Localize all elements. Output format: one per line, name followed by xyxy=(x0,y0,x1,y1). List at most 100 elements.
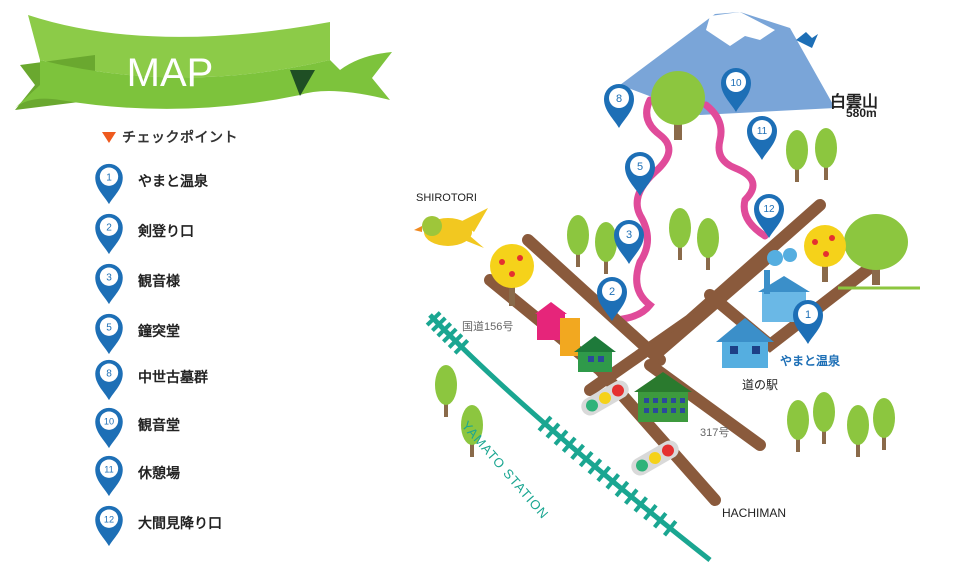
legend-item-5[interactable]: 5 鐘突堂 xyxy=(90,312,350,358)
legend-header: チェックポイント xyxy=(102,126,238,148)
legend-pin-number: 1 xyxy=(106,172,112,183)
mountain-height: 580m xyxy=(846,106,877,120)
legend-item-10[interactable]: 10 観音堂 xyxy=(90,406,350,452)
banner-title: MAP xyxy=(127,51,214,95)
rail-tie xyxy=(614,480,630,498)
legend-pin-number: 10 xyxy=(104,416,114,426)
tree-icon xyxy=(813,392,835,444)
bird-small-icon xyxy=(796,32,818,48)
rail-tie xyxy=(447,333,464,349)
svg-text:11: 11 xyxy=(757,126,768,137)
svg-text:3: 3 xyxy=(626,229,632,241)
map-pin-1[interactable]: 1 xyxy=(793,300,823,344)
rail-tie xyxy=(633,496,648,513)
legend-item-label: 観音堂 xyxy=(138,418,180,434)
legend-item-label: 中世古墓群 xyxy=(138,370,208,386)
map-banner: MAP xyxy=(15,15,392,110)
legend-item-label: 剣登り口 xyxy=(138,224,194,240)
building-roadside-station xyxy=(716,318,774,368)
tree-icon xyxy=(786,130,808,182)
rail-tie xyxy=(436,322,453,338)
building-pink xyxy=(535,302,580,356)
svg-text:1: 1 xyxy=(805,309,811,321)
traffic-light-west xyxy=(581,380,629,416)
map-pin-icon: 11 xyxy=(95,455,123,497)
map-pin-3[interactable]: 3 xyxy=(614,220,644,264)
hiking-trail xyxy=(611,96,673,324)
rail-tie xyxy=(605,473,621,490)
rail-tie xyxy=(652,511,668,529)
svg-text:12: 12 xyxy=(763,204,775,215)
route-317-label: 317号 xyxy=(700,427,730,439)
legend-item-label: やまと温泉 xyxy=(138,174,208,190)
legend-item-1[interactable]: 1 やまと温泉 xyxy=(90,162,350,208)
hachiman-label: HACHIMAN xyxy=(722,506,787,520)
svg-text:10: 10 xyxy=(730,78,742,89)
legend-item-label: 観音様 xyxy=(138,274,180,290)
map-pin-11[interactable]: 11 xyxy=(747,116,777,160)
fruit-tree-east xyxy=(804,225,846,282)
legend-item-2[interactable]: 2 剣登り口 xyxy=(90,212,350,258)
route-156-label: 国道156号 xyxy=(462,321,514,333)
map-pin-5[interactable]: 5 xyxy=(625,152,655,196)
legend-item-3[interactable]: 3 観音様 xyxy=(90,262,350,308)
legend-pin-number: 5 xyxy=(106,322,112,333)
map-pin-icon: 5 xyxy=(95,313,123,355)
svg-text:8: 8 xyxy=(616,93,622,105)
tree-icon xyxy=(873,398,895,450)
rail-tie xyxy=(578,450,594,468)
tree-icon xyxy=(435,365,457,417)
rail-tie xyxy=(537,415,553,432)
rail-tie xyxy=(596,465,612,483)
tree-icon xyxy=(787,400,809,452)
fruit-tree-west xyxy=(490,244,534,306)
shirotori-bird-icon xyxy=(414,208,488,248)
rail-tie xyxy=(545,422,561,439)
map-pin-icon: 8 xyxy=(95,359,123,401)
rail-tie xyxy=(570,443,585,461)
tree-icon xyxy=(697,218,719,270)
rail-tie xyxy=(442,327,458,344)
mountain-name: 白雲山 xyxy=(830,94,879,111)
legend-item-11[interactable]: 11 休憩場 xyxy=(90,454,350,500)
svg-text:5: 5 xyxy=(637,161,643,173)
large-tree-summit xyxy=(651,71,705,140)
railway-ties xyxy=(425,311,678,537)
rail-tie xyxy=(453,338,470,355)
legend-item-label: 休憩場 xyxy=(138,466,180,482)
onsen-label: やまと温泉 xyxy=(780,354,841,368)
map-pin-10[interactable]: 10 xyxy=(721,68,751,112)
tree-icon xyxy=(595,222,617,274)
tree-icon xyxy=(847,405,869,457)
rail-tie xyxy=(587,458,603,475)
legend-pin-number: 12 xyxy=(104,514,114,524)
legend-pin-number: 2 xyxy=(106,222,112,233)
rail-tie xyxy=(425,311,442,327)
svg-text:2: 2 xyxy=(609,286,615,298)
legend-pin-number: 8 xyxy=(106,368,112,379)
legend-item-12[interactable]: 12 大間見降り口 xyxy=(90,504,350,550)
tree-icon xyxy=(567,215,589,267)
rail-tie xyxy=(561,436,577,453)
legend-item-8[interactable]: 8 中世古墓群 xyxy=(90,358,350,404)
large-tree-east xyxy=(838,214,920,290)
map-pin-2[interactable]: 2 xyxy=(597,277,627,321)
rail-tie xyxy=(553,429,569,446)
map-pins: 8 10 11 5 12 3 2 1 xyxy=(597,68,823,344)
rail-tie xyxy=(643,504,658,521)
shirotori-label: SHIROTORI xyxy=(416,192,477,204)
map-pin-icon: 3 xyxy=(95,263,123,305)
legend-pin-number: 3 xyxy=(106,272,112,283)
legend-pin-number: 11 xyxy=(104,464,114,474)
map-pin-12[interactable]: 12 xyxy=(754,194,784,238)
map-pin-icon: 10 xyxy=(95,407,123,449)
map-pin-icon: 1 xyxy=(95,163,123,205)
roadside-station-label: 道の駅 xyxy=(742,378,779,392)
legend-item-label: 大間見降り口 xyxy=(138,516,222,532)
map-pin-icon: 2 xyxy=(95,213,123,255)
legend-item-label: 鐘突堂 xyxy=(138,324,180,340)
rail-tie xyxy=(623,488,639,505)
map-pin-8[interactable]: 8 xyxy=(604,84,634,128)
